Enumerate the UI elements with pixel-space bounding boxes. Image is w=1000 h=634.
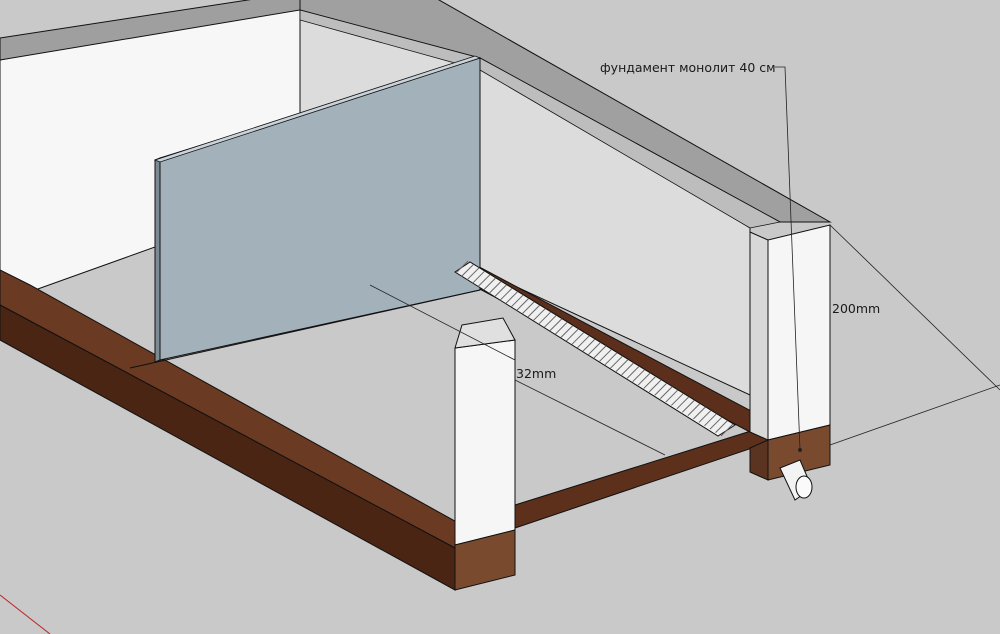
partition-panel-edge [154,157,161,363]
pipe-rib [643,376,657,389]
pipe-rib [648,379,662,393]
middle-pillar-top [454,317,516,349]
pipe-rib [704,413,717,427]
pipe-rib [588,342,601,355]
pipe-rib [682,399,695,413]
pipe-rib [472,270,485,284]
pipe-rib [516,298,530,311]
pipe-rib [543,314,557,328]
pipe-rib [632,369,646,383]
right-pillar-base-side [749,439,769,481]
pipe-rib [599,348,612,362]
foundation-leader-line [775,66,801,451]
pipe-rib [521,301,535,315]
pipe-rib [488,281,502,294]
pipe-rib [549,318,563,332]
pipe-rib [483,277,496,291]
pipe-outlet [779,459,813,501]
pipe-rib [637,372,651,386]
pipe-rib [659,386,673,399]
pipe-rib [461,264,474,277]
pipe-rib [577,335,590,349]
pipe-rib [494,284,507,298]
pipe-rib [466,267,480,281]
pipe-rib [593,345,607,359]
pipe-rib [709,416,723,430]
pipe-rib [538,311,552,325]
pipe-rib [720,423,734,437]
middle-pillar-base [454,529,516,591]
pipe-rib [615,359,629,372]
pipe-rib [532,308,546,321]
pipe-rib [555,321,568,335]
pipe-rib [477,274,491,287]
red-axis-line [0,594,51,634]
right-pillar-front [767,224,831,441]
corrugated-pipe [454,260,736,437]
pipe-rib [626,365,640,379]
pipe-rib [566,328,579,342]
floor-edge-line [129,289,481,369]
pipe-rib [560,325,574,338]
pipe-rib [665,389,679,403]
leader-arrow-point [798,448,802,452]
pipe-rib [610,355,623,369]
pipe-rib [670,393,684,406]
dimension-width [369,284,666,456]
pipe-rib [715,420,728,433]
dimension-height [829,224,1000,446]
pipe-rib [687,403,701,416]
right-pillar-side [749,231,769,441]
pipe-rib [693,406,706,420]
pipe-rib [527,304,541,318]
pipe-rib [499,287,513,301]
pipe-rib [604,352,618,366]
pipe-rib [571,331,585,345]
pipe-rib [654,382,668,396]
pipe-rib [505,291,519,304]
pipe-rib [621,362,634,376]
pipe-rib [455,260,469,274]
pipe-rib [698,410,712,423]
pipe-rib [510,294,524,308]
middle-pillar-front [454,339,516,546]
pipe-rib [582,338,596,352]
pipe-rib [676,396,690,410]
partition-panel-top [153,55,482,163]
dimension-height-label: 200mm [832,301,880,316]
foundation-label: фундамент монолит 40 см [600,60,776,75]
dimension-width-label: 32mm [516,366,556,381]
